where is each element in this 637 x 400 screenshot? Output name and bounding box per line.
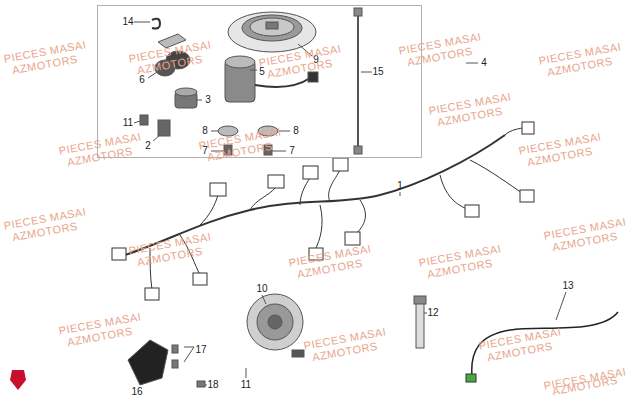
- callout-number: 15: [372, 67, 383, 77]
- callout-number: 3: [205, 95, 211, 105]
- callout-number: 11: [123, 118, 133, 128]
- callout-number: 4: [481, 58, 487, 68]
- callout-number: 10: [256, 284, 267, 294]
- callout-number: 7: [289, 146, 295, 156]
- callout-number: 6: [139, 75, 145, 85]
- callout-number: 14: [122, 17, 133, 27]
- callout-number: 1: [397, 181, 403, 191]
- callout-number: 12: [427, 308, 438, 318]
- callout-number: 8: [202, 126, 208, 136]
- callout-number: 13: [562, 281, 573, 291]
- callout-number: 16: [131, 387, 142, 397]
- callout-number: 8: [293, 126, 299, 136]
- callout-number: 2: [145, 141, 151, 151]
- callout-number: 18: [207, 380, 218, 390]
- callout-number: 11: [241, 380, 251, 390]
- callout-number: 17: [195, 345, 206, 355]
